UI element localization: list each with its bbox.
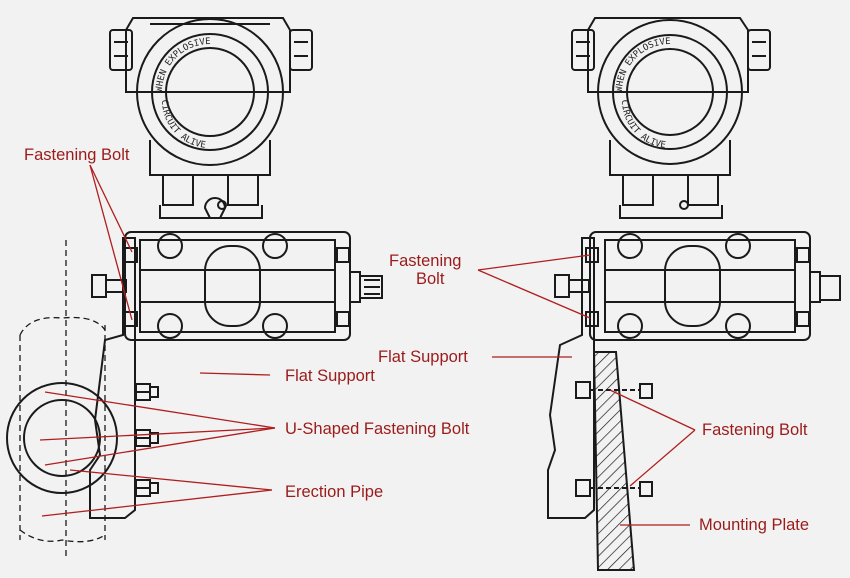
label-fastening-bolt-right-line2: Bolt bbox=[416, 270, 445, 288]
label-fastening-bolt-right-line1: Fastening bbox=[389, 252, 462, 270]
svg-text:WHEN EXPLOSIVE: WHEN EXPLOSIVE bbox=[615, 37, 671, 92]
right-transmitter bbox=[554, 17, 841, 341]
left-leader-lines bbox=[39, 164, 276, 517]
label-fastening-bolt-lower: Fastening Bolt bbox=[702, 421, 808, 439]
right-flat-support bbox=[547, 237, 595, 519]
right-leader-lines bbox=[477, 254, 696, 526]
left-flat-support bbox=[89, 237, 136, 519]
right-plate-bolts bbox=[575, 381, 653, 497]
label-mounting-plate: Mounting Plate bbox=[699, 516, 810, 534]
label-fastening-bolt-left: Fastening Bolt bbox=[24, 146, 130, 164]
svg-text:WHEN EXPLOSIVE: WHEN EXPLOSIVE bbox=[155, 37, 211, 92]
label-flat-support-left: Flat Support bbox=[285, 367, 375, 385]
left-transmitter bbox=[91, 17, 383, 341]
label-u-shaped-fastening-bolt: U-Shaped Fastening Bolt bbox=[285, 420, 470, 438]
u-bolt-clamp bbox=[6, 382, 159, 497]
label-erection-pipe: Erection Pipe bbox=[285, 483, 384, 501]
mounting-plate bbox=[592, 351, 636, 571]
label-flat-support-right: Flat Support bbox=[378, 348, 468, 366]
